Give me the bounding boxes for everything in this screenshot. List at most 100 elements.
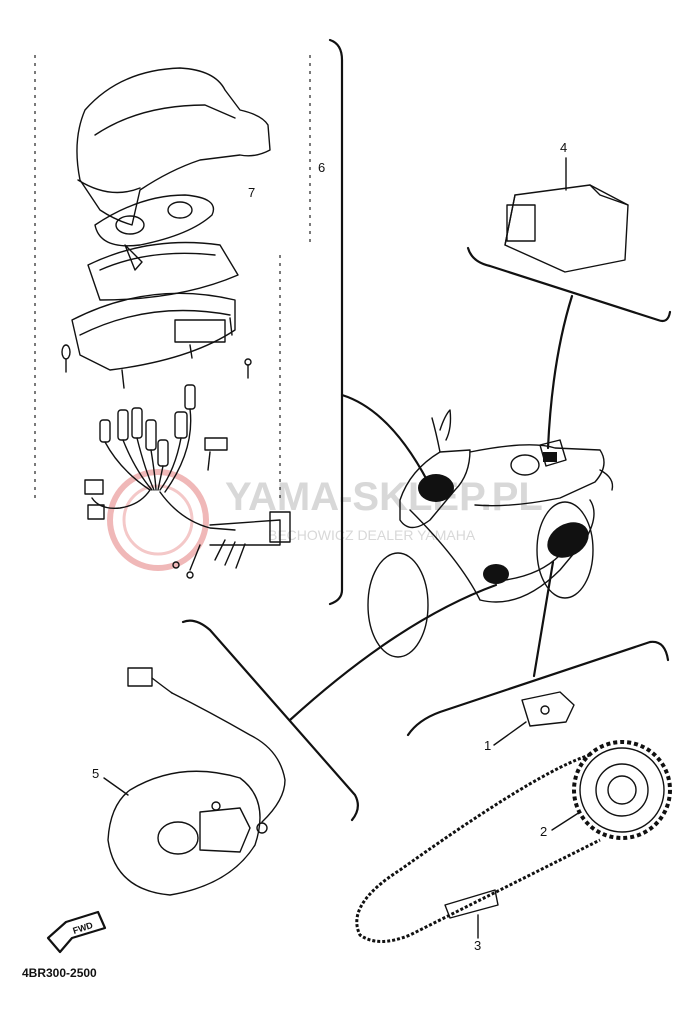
sprocket-highlight: [547, 522, 589, 558]
meter-panel: [94, 194, 215, 271]
tank-cap: [510, 454, 540, 476]
meter-cover: [76, 67, 271, 226]
watermark: YAMA-SKLEP.PL BECHOWICZ DEALER YAMAHA: [107, 469, 543, 571]
harness-wires: [104, 408, 192, 493]
pickup-body: [199, 807, 251, 853]
fairing: [399, 449, 471, 529]
callout-7: 7: [248, 185, 255, 200]
terminal-2: [186, 571, 194, 579]
leader-5: [103, 777, 129, 796]
bulb-socket-3: [131, 407, 143, 439]
chain-loop: [355, 753, 601, 943]
panel-plate: [94, 194, 215, 247]
harness-lead: [207, 451, 211, 471]
cdi-connector: [506, 204, 536, 242]
cdi-highlight: [543, 452, 557, 462]
sprocket-hub: [607, 775, 637, 805]
leader-pickup: [288, 583, 498, 722]
sprocket-teeth: [572, 740, 672, 840]
meter-stud: [121, 369, 125, 389]
pickup-coil: 5: [92, 667, 286, 896]
watermark-subtext: BECHOWICZ DEALER YAMAHA: [268, 527, 476, 543]
front-wheel: [367, 552, 429, 658]
harness-connector-b: [87, 504, 105, 520]
swingarm: [504, 554, 561, 581]
part-1-hole: [540, 705, 550, 715]
gasket-ring: [87, 241, 239, 301]
bulb-socket-6: [174, 411, 188, 439]
meter-housing: [71, 241, 239, 389]
gauge-hole-left: [115, 215, 145, 235]
bulb-socket-7: [184, 384, 196, 410]
base-plate-hole: [157, 821, 199, 855]
panel-tab: [124, 244, 143, 271]
screw-head: [244, 358, 252, 366]
callout-2: 2: [540, 824, 547, 839]
cdi-unit: 4: [466, 140, 672, 450]
pickup-lead-wire: [171, 692, 286, 823]
pickup-highlight: [483, 564, 509, 584]
base-plate: [107, 770, 261, 896]
chain-joint: [444, 889, 499, 919]
windscreen: [431, 417, 441, 453]
harness-trunk-left: [91, 489, 151, 509]
callout-6: 6: [318, 160, 325, 175]
gasket-inner: [99, 252, 216, 271]
visor-lower-edge: [77, 179, 141, 194]
leader-cdi: [546, 294, 574, 450]
pickup-connector: [127, 667, 153, 687]
pickup-screw: [211, 801, 221, 811]
rear-wheel: [536, 501, 594, 599]
bulb-socket-5: [157, 439, 169, 467]
harness-connector-a: [84, 479, 104, 495]
meter-screw: [229, 317, 233, 336]
bulb-socket-1: [99, 419, 111, 443]
lower-fairing: [409, 499, 595, 603]
catalog-code: 4BR300-2500: [22, 966, 97, 980]
sprocket-inner: [595, 763, 649, 817]
fwd-arrow: FWD: [46, 910, 107, 954]
bracket-123: [406, 640, 670, 737]
meter-assembly-frame: [34, 38, 344, 606]
leader-meter: [340, 393, 430, 484]
part-1: 1: [484, 691, 575, 753]
watermark-inner-ring: [122, 484, 194, 556]
bracket-5: [181, 619, 359, 822]
meter-body: [71, 292, 236, 371]
tail-light: [599, 469, 614, 491]
motorcycle: [367, 409, 614, 658]
fwd-arrow-shape: [46, 910, 107, 954]
meter-body-edge: [79, 309, 231, 336]
meter-stud-right: [189, 344, 193, 359]
harness-terminals: [189, 539, 246, 571]
part-1-body: [521, 691, 575, 727]
part-3-chain: 3: [355, 753, 601, 953]
callout-1: 1: [484, 738, 491, 753]
bulb-left: [61, 344, 71, 360]
mirror: [439, 409, 452, 441]
bulb-socket-2: [117, 409, 129, 441]
fasteners: [61, 344, 252, 379]
leader-sprocket: [532, 560, 555, 678]
visor-outline: [76, 67, 271, 226]
harness-trunk-right: [159, 491, 236, 531]
bulb-socket-4: [145, 419, 157, 451]
callout-3: 3: [474, 938, 481, 953]
grommet: [256, 822, 268, 834]
meter-highlight: [418, 474, 454, 502]
leader-1: [493, 721, 527, 746]
leader-2: [551, 811, 581, 831]
group-bracket-6: [328, 38, 344, 606]
cdi-top-edge: [589, 184, 629, 206]
callout-4: 4: [560, 140, 567, 155]
gauge-hole-right: [167, 201, 193, 219]
terminal-1: [172, 561, 180, 569]
callout-5: 5: [92, 766, 99, 781]
meter-bracket: [174, 319, 226, 343]
tank-and-seat: [469, 444, 605, 507]
part-2-sprocket: 2: [540, 740, 672, 840]
visor-edge: [94, 104, 236, 136]
watermark-ring: [107, 469, 209, 571]
bracket-4: [466, 246, 672, 323]
